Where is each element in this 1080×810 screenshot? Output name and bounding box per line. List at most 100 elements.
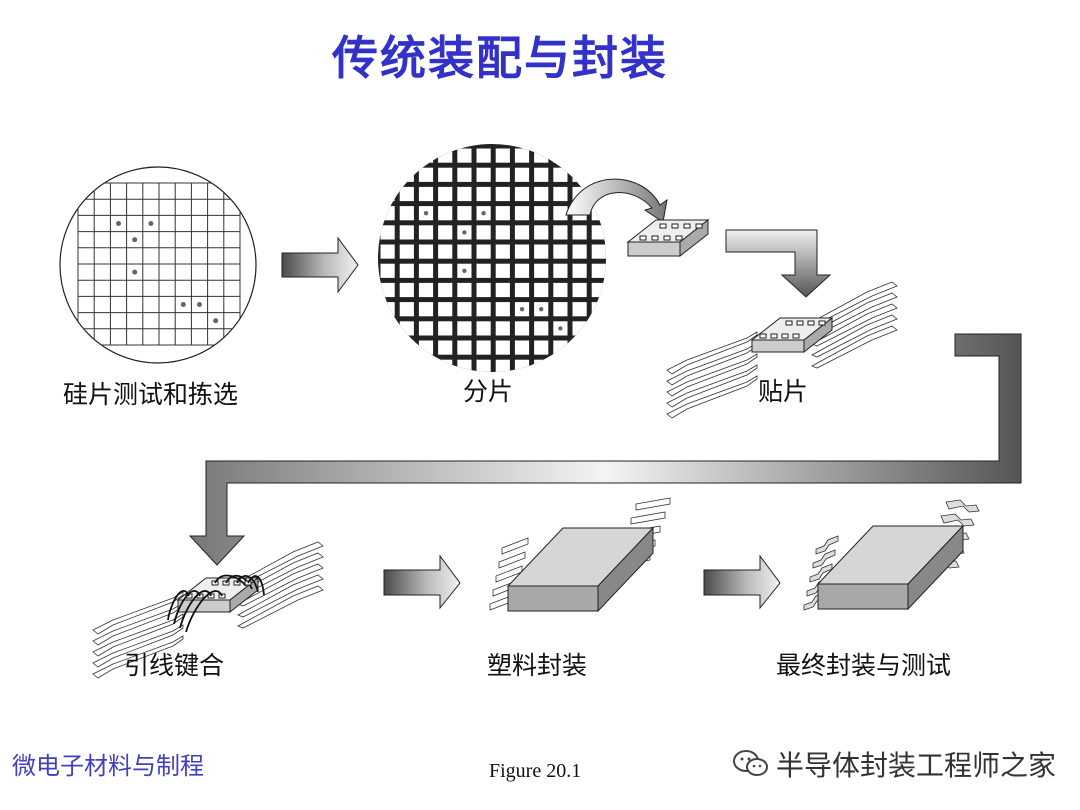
die-cell bbox=[495, 340, 510, 355]
die-cell bbox=[534, 206, 549, 221]
die-cell bbox=[399, 302, 414, 317]
bond-pad bbox=[785, 320, 793, 326]
die-cell bbox=[495, 186, 510, 202]
bad-die-mark bbox=[180, 302, 186, 307]
die-cell bbox=[399, 244, 414, 259]
lead-finger bbox=[92, 635, 184, 679]
bad-die-mark bbox=[213, 318, 219, 324]
flow-arrow-3 bbox=[188, 333, 1022, 566]
die-cell bbox=[495, 263, 510, 278]
die-cell bbox=[572, 244, 587, 259]
die-cell bbox=[591, 359, 606, 372]
die-cell bbox=[438, 282, 453, 298]
die-attach-leadframe bbox=[666, 281, 898, 419]
die-cell bbox=[476, 148, 491, 163]
flow-arrow-1 bbox=[281, 236, 359, 294]
wire-bond-leadframe bbox=[92, 541, 324, 679]
die-cell bbox=[399, 148, 414, 163]
die-cell bbox=[380, 302, 395, 317]
bond-wire bbox=[236, 575, 259, 593]
die-cell bbox=[514, 167, 530, 182]
step-label-final-test: 最终封装与测试 bbox=[776, 651, 952, 680]
bad-die-mark bbox=[539, 307, 544, 312]
die-cell bbox=[418, 244, 434, 259]
die-cell bbox=[495, 302, 510, 317]
package-lead bbox=[812, 549, 836, 569]
die-cell bbox=[553, 186, 568, 202]
die-cell bbox=[457, 186, 472, 202]
die-cell bbox=[418, 321, 434, 336]
die-cell bbox=[534, 186, 549, 202]
die-cell bbox=[438, 244, 453, 259]
bond-pad bbox=[792, 333, 800, 339]
figure-caption: Figure 20.1 bbox=[489, 760, 582, 782]
package-lead bbox=[809, 563, 833, 583]
lead-finger bbox=[666, 331, 758, 375]
die-cell bbox=[553, 282, 568, 298]
die-cell bbox=[457, 148, 472, 163]
die-cell bbox=[418, 186, 434, 202]
die-cell bbox=[438, 321, 453, 336]
die-cell bbox=[591, 302, 606, 317]
die-cell bbox=[553, 302, 568, 317]
die-cell bbox=[380, 340, 395, 355]
die-cell bbox=[514, 206, 530, 221]
die-cell bbox=[476, 321, 491, 336]
die-cell bbox=[380, 186, 395, 202]
die-cell bbox=[514, 340, 530, 355]
watermark-text: 半导体封装工程师之家 bbox=[776, 749, 1057, 782]
lead-finger bbox=[92, 624, 184, 668]
package-lead bbox=[501, 537, 529, 555]
die-cell bbox=[457, 206, 472, 221]
lead-finger bbox=[811, 314, 898, 358]
die-cell bbox=[514, 244, 530, 259]
die-cell bbox=[418, 167, 434, 182]
bond-pad bbox=[759, 333, 767, 339]
package-side bbox=[907, 524, 964, 611]
die-cell bbox=[457, 244, 472, 259]
die-cell bbox=[438, 225, 453, 240]
die-cell bbox=[476, 302, 491, 317]
package-side bbox=[597, 526, 654, 613]
die-cell bbox=[418, 359, 434, 372]
die-cell bbox=[495, 359, 510, 372]
die-cell bbox=[380, 263, 395, 278]
bad-die-mark bbox=[423, 211, 429, 216]
lead-finger bbox=[666, 353, 758, 397]
die-cell bbox=[572, 302, 587, 317]
die-cell bbox=[399, 359, 414, 372]
flow-arrow-4 bbox=[383, 554, 461, 610]
step-label-wafer-test: 硅片测试和拣选 bbox=[63, 380, 239, 409]
die-cell bbox=[591, 244, 606, 259]
die-cell bbox=[553, 225, 568, 240]
bad-die-mark bbox=[116, 221, 121, 226]
pick-arrow bbox=[565, 178, 668, 223]
die-cell bbox=[572, 282, 587, 298]
die-cell bbox=[380, 282, 395, 298]
die-cell bbox=[418, 148, 434, 163]
die-cell bbox=[476, 225, 491, 240]
die-cell bbox=[572, 225, 587, 240]
die-cell bbox=[591, 263, 606, 278]
die-cell bbox=[438, 186, 453, 202]
final-package bbox=[803, 499, 980, 611]
die-cell bbox=[476, 340, 491, 355]
die-cell bbox=[399, 167, 414, 182]
package-lead bbox=[635, 497, 671, 511]
bond-pad bbox=[770, 333, 778, 339]
bad-die-mark bbox=[197, 302, 202, 307]
package-lead bbox=[495, 565, 523, 583]
die-cell bbox=[380, 244, 395, 259]
die-cell bbox=[495, 148, 510, 163]
die-cell bbox=[572, 321, 587, 336]
die-cell bbox=[457, 321, 472, 336]
die-cell bbox=[457, 302, 472, 317]
die-cell bbox=[399, 282, 414, 298]
die-cell bbox=[514, 148, 530, 163]
die-cell bbox=[399, 263, 414, 278]
bad-die-mark bbox=[132, 237, 138, 243]
die-cell bbox=[553, 244, 568, 259]
die-cell bbox=[399, 206, 414, 221]
die-cell bbox=[514, 282, 530, 298]
